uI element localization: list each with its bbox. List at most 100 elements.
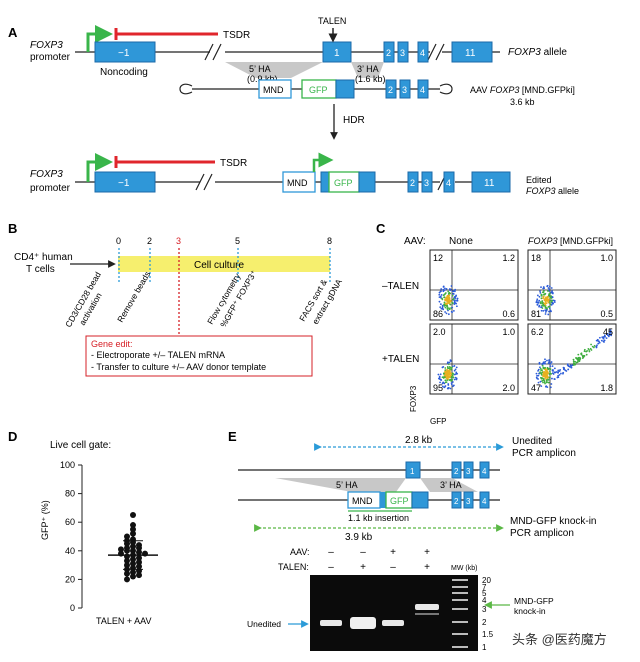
ladder-band <box>452 608 468 610</box>
chart-xlabel: TALEN + AAV <box>96 616 151 626</box>
svg-text:AAV FOXP3 [MND.GFPki]: AAV FOXP3 [MND.GFPki] <box>470 85 575 95</box>
mw-tick-label: 7 <box>482 583 487 592</box>
exon-minus1 <box>94 41 156 63</box>
svg-text:FOXP3 allele: FOXP3 allele <box>508 47 567 58</box>
svg-text:3: 3 <box>402 85 407 95</box>
ladder-band <box>452 579 468 581</box>
svg-text:Unedited: Unedited <box>247 619 281 629</box>
aav-sign: + <box>424 547 430 558</box>
svg-text:TALEN:: TALEN: <box>278 562 309 572</box>
svg-text:3: 3 <box>466 467 471 476</box>
svg-text:- Electroporate +/– TALEN mRNA: - Electroporate +/– TALEN mRNA <box>91 350 225 360</box>
svg-text:3: 3 <box>400 48 405 58</box>
svg-text:MND: MND <box>352 496 373 506</box>
data-point <box>118 546 124 553</box>
svg-text:FOXP3: FOXP3 <box>30 169 63 180</box>
data-point <box>136 572 142 579</box>
svg-text:1.2: 1.2 <box>502 253 515 263</box>
chart-ylabel: GFP⁺ (%) <box>40 500 50 540</box>
data-point <box>136 559 142 566</box>
data-point <box>124 576 130 583</box>
data-point <box>136 549 142 556</box>
svg-text:D: D <box>8 429 17 444</box>
svg-text:Cell culture: Cell culture <box>194 260 244 271</box>
noncoding-label: Noncoding <box>100 67 148 78</box>
panel-a-letter: A <box>8 25 18 40</box>
svg-text:1: 1 <box>410 467 415 476</box>
svg-text:12: 12 <box>433 253 443 263</box>
data-point <box>130 512 136 519</box>
svg-text:4: 4 <box>482 467 487 476</box>
svg-text:4: 4 <box>482 497 487 506</box>
svg-text:Remove beads: Remove beads <box>115 269 152 324</box>
talen-sign: + <box>424 562 430 573</box>
svg-text:AAV:: AAV: <box>290 547 310 557</box>
svg-text:11: 11 <box>465 48 476 59</box>
ha5-region <box>225 62 323 78</box>
svg-text:1.0: 1.0 <box>600 253 613 263</box>
svg-text:MND: MND <box>263 85 284 95</box>
data-point <box>124 557 130 564</box>
data-point <box>130 522 136 529</box>
tsdr-label: TSDR <box>223 30 250 41</box>
chart-title: Live cell gate: <box>50 440 111 451</box>
svg-text:4: 4 <box>420 48 425 58</box>
ladder-band <box>452 592 468 594</box>
svg-text:GFP: GFP <box>430 417 446 426</box>
data-point <box>136 554 142 561</box>
svg-text:GFP: GFP <box>390 496 409 506</box>
svg-text:promoter: promoter <box>30 183 71 194</box>
svg-text:2: 2 <box>454 467 459 476</box>
svg-text:FOXP3 [MND.GFPki]: FOXP3 [MND.GFPki] <box>528 236 613 246</box>
svg-text:3: 3 <box>176 236 181 246</box>
svg-text:GFP: GFP <box>334 178 353 188</box>
svg-text:2: 2 <box>410 178 415 188</box>
svg-text:3: 3 <box>424 178 429 188</box>
svg-text:3: 3 <box>466 497 471 506</box>
cell-culture-bar <box>118 256 330 272</box>
svg-text:1.1 kb insertion: 1.1 kb insertion <box>348 513 409 523</box>
svg-text:FOXP3 allele: FOXP3 allele <box>526 186 579 196</box>
promoter-arrow-icon <box>86 25 113 52</box>
data-point <box>130 526 136 533</box>
mw-tick-label: 2 <box>482 618 487 627</box>
svg-text:1.8: 1.8 <box>600 383 613 393</box>
mw-tick-label: 4 <box>482 596 487 605</box>
svg-text:3’ HA: 3’ HA <box>357 64 379 74</box>
svg-text:1.0: 1.0 <box>502 327 515 337</box>
data-point <box>130 573 136 580</box>
svg-text:6.2: 6.2 <box>531 327 544 337</box>
aav-sign: + <box>390 547 396 558</box>
talen-sign: – <box>390 562 396 573</box>
ladder-band <box>452 633 468 635</box>
data-point <box>124 562 130 569</box>
svg-text:E: E <box>228 429 237 444</box>
svg-text:3.9 kb: 3.9 kb <box>345 532 373 543</box>
data-point <box>136 544 142 551</box>
break-mark-1 <box>204 43 222 61</box>
gel-image <box>310 575 478 651</box>
svg-text:8: 8 <box>327 236 332 246</box>
svg-text:−1: −1 <box>118 48 130 59</box>
foxp3-promoter-word: promoter <box>30 52 71 63</box>
watermark: 头条 @医药魔方 <box>512 632 607 647</box>
svg-text:Unedited: Unedited <box>512 436 552 447</box>
ha3-region <box>351 62 384 78</box>
data-point <box>136 563 142 570</box>
svg-text:–TALEN: –TALEN <box>382 281 419 292</box>
svg-text:MND-GFP knock-in: MND-GFP knock-in <box>510 516 597 527</box>
ladder-band <box>452 586 468 588</box>
svg-text:Edited: Edited <box>526 175 552 185</box>
svg-text:3.6 kb: 3.6 kb <box>510 97 535 107</box>
mw-tick-label: 3 <box>482 605 487 614</box>
svg-text:MND: MND <box>287 178 308 188</box>
mw-tick-label: 5 <box>482 589 487 598</box>
mw-tick-label: 1 <box>482 643 487 652</box>
svg-text:0.5: 0.5 <box>600 309 613 319</box>
panel-c: C AAV: None FOXP3 [MND.GFPki] –TALEN +TA… <box>376 221 617 426</box>
data-point <box>130 530 136 537</box>
y-tick-label: 0 <box>70 603 75 613</box>
svg-text:2: 2 <box>386 48 391 58</box>
